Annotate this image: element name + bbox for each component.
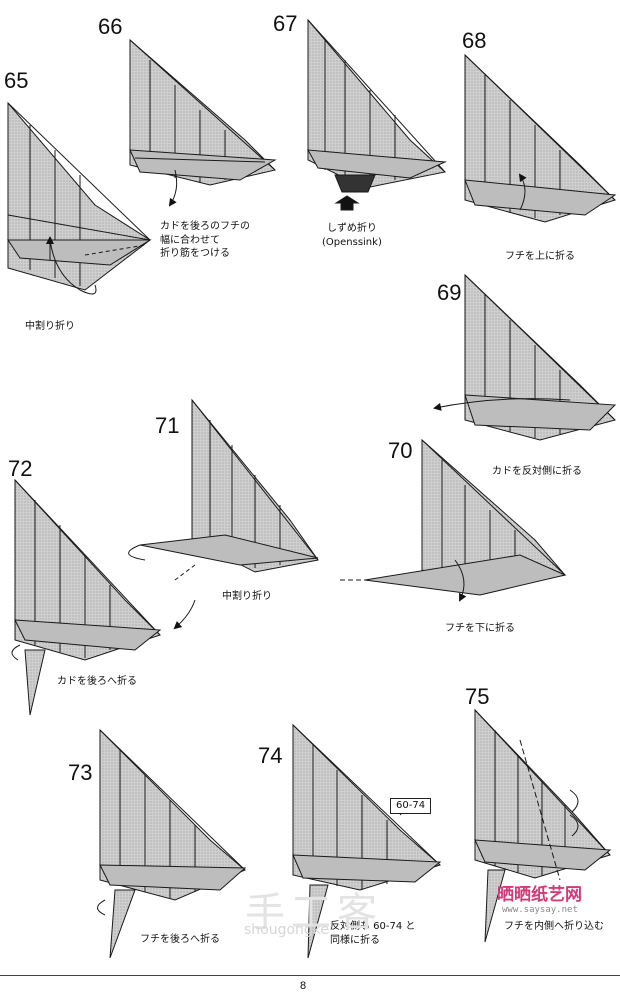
figure-step-69	[433, 273, 617, 441]
caption-step-74: 反対側も 60-74 と 同様に折る	[330, 920, 415, 947]
step-number-74: 74	[258, 743, 283, 768]
figure-step-70	[340, 438, 567, 602]
figure-step-67	[307, 18, 447, 211]
figure-step-75	[474, 708, 612, 943]
figure-step-68	[464, 53, 617, 223]
step-number-70: 70	[388, 438, 413, 463]
figure-step-72	[11, 478, 162, 716]
caption-step-69: カドを反対側に折る	[492, 466, 582, 477]
step-number-65: 65	[4, 68, 29, 93]
step-number-73: 73	[68, 760, 93, 785]
step-number-69: 69	[437, 280, 462, 305]
caption-step-74-line-2: 同様に折る	[330, 934, 380, 946]
figure-step-73	[97, 728, 247, 959]
step-number-67: 67	[273, 11, 298, 36]
footer-divider	[0, 975, 620, 976]
caption-step-66: カドを後ろのフチの 幅に合わせて 折り筋をつける	[160, 220, 250, 261]
step-number-68: 68	[462, 28, 487, 53]
step-number-72: 72	[8, 456, 33, 481]
caption-step-66-line-1: カドを後ろのフチの	[160, 221, 250, 232]
caption-step-68: フチを上に折る	[505, 251, 575, 262]
caption-step-67-line-1: しずめ折り	[327, 223, 377, 234]
figure-step-66	[129, 38, 277, 207]
caption-step-65: 中割り折り	[25, 321, 75, 332]
caption-step-74-line-1: 反対側も 60-74 と	[330, 921, 416, 932]
step-number-75: 75	[465, 684, 490, 709]
caption-step-67: しずめ折り (Openssink)	[322, 222, 382, 249]
caption-step-66-line-3: 折り筋をつける	[160, 248, 230, 259]
caption-step-72: カドを後ろへ折る	[57, 676, 137, 687]
watermark-shougongke-logo: 手工客	[245, 890, 383, 936]
caption-step-70: フチを下に折る	[445, 623, 515, 634]
step-number-71: 71	[155, 413, 180, 438]
caption-step-71: 中割り折り	[222, 591, 272, 602]
watermark-saysay-url: www.saysay.net	[502, 905, 578, 915]
caption-step-67-line-2: (Openssink)	[322, 236, 382, 248]
caption-step-73: フチを後ろへ折る	[140, 934, 220, 945]
step-74-reference-box: 60-74	[390, 798, 432, 814]
figure-step-65	[7, 101, 152, 295]
figure-step-74	[292, 723, 442, 959]
watermark-shougongke-text: shougongke	[244, 922, 330, 938]
step-number-66: 66	[98, 14, 123, 39]
figure-step-71	[128, 398, 319, 630]
caption-step-66-line-2: 幅に合わせて	[160, 234, 220, 246]
caption-step-75: フチを内側へ折り込む	[504, 921, 604, 932]
page-number: 8	[300, 980, 307, 992]
watermark-saysay-logo: 晒晒纸艺网	[497, 885, 582, 905]
